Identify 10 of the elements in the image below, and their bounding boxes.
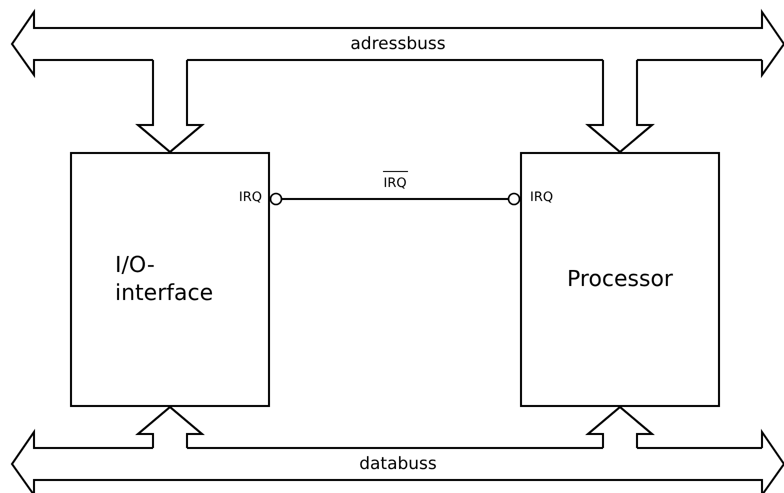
bus-label: adressbuss	[349, 34, 447, 54]
edge-label: IRQ	[382, 171, 408, 192]
bus-label: databuss	[358, 454, 438, 474]
signal-line	[270, 192, 520, 206]
pin-label: IRQ	[238, 190, 262, 206]
block-box	[520, 152, 720, 407]
pin-label: IRQ	[530, 190, 554, 206]
block-box	[70, 152, 270, 407]
block-label: I/O- interface	[115, 252, 214, 308]
block-label: Processor	[567, 266, 673, 294]
